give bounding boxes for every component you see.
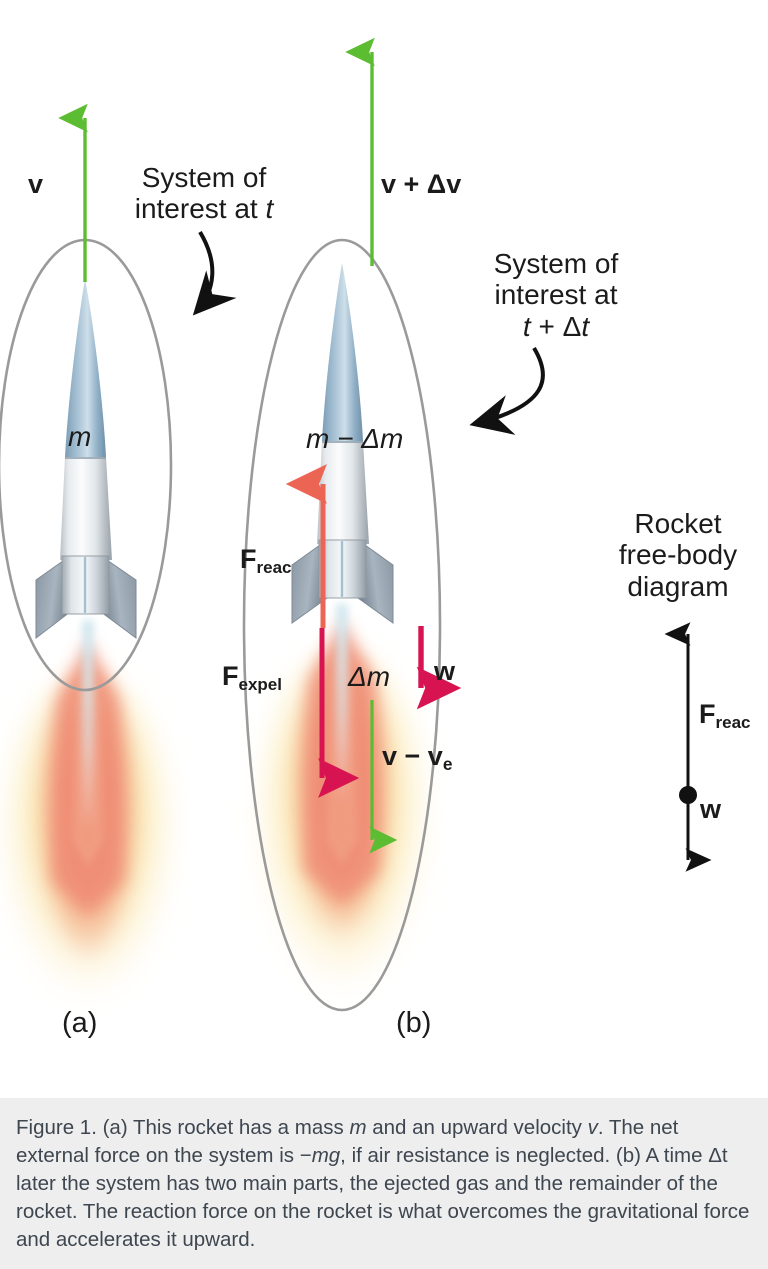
fbd-reaction-symbol: F bbox=[699, 699, 716, 729]
fbd-weight-label: w bbox=[700, 794, 722, 824]
panel-b-system-boundary bbox=[242, 238, 442, 1012]
panel-a-group bbox=[0, 103, 237, 1017]
force-expel-subscript: expel bbox=[238, 675, 282, 695]
force-expel-symbol: F bbox=[222, 661, 239, 691]
panel-a-callout-line1: System of bbox=[141, 162, 267, 193]
force-reaction-subscript: reac bbox=[256, 558, 292, 578]
free-body-diagram-group bbox=[664, 622, 712, 872]
rocket-propulsion-diagram bbox=[0, 37, 712, 1017]
fbd-reaction-subscript: reac bbox=[715, 713, 751, 733]
diagram-canvas: v m System of interest at t (a) v + Δv m… bbox=[0, 37, 768, 1039]
panel-b-callout-line3: t + Δt bbox=[522, 310, 590, 342]
panel-a-rocket bbox=[35, 279, 137, 640]
free-body-title: Rocket free-body diagram bbox=[588, 508, 768, 602]
force-expel-label: Fexpel bbox=[222, 661, 282, 695]
exhaust-velocity-label: v − ve bbox=[382, 741, 453, 775]
figure-caption-text: Figure 1. (a) This rocket has a mass m a… bbox=[16, 1116, 750, 1252]
panel-a-label: (a) bbox=[62, 1007, 98, 1039]
panel-b-mass-label: m − Δm bbox=[306, 423, 404, 454]
panel-a-callout: System of interest at t bbox=[104, 162, 304, 225]
fbd-point-mass bbox=[679, 786, 697, 804]
panel-a-callout-arrow bbox=[192, 230, 237, 316]
force-reaction-label: Freac bbox=[240, 544, 292, 578]
ejected-mass-label: Δm bbox=[348, 661, 391, 692]
free-body-title-line2: free-body bbox=[618, 539, 738, 571]
panel-b-label: (b) bbox=[396, 1007, 432, 1039]
panel-b-callout-arrow bbox=[469, 346, 545, 435]
force-reaction-symbol: F bbox=[240, 544, 257, 574]
panel-b-group bbox=[242, 37, 545, 1012]
panel-b-velocity-label: v + Δv bbox=[381, 169, 462, 199]
exhaust-velocity-subscript: e bbox=[442, 754, 453, 775]
panel-a-exhaust-plume bbox=[2, 620, 174, 1017]
panel-a-callout-line2: interest at t bbox=[134, 193, 274, 225]
panel-b-rocket bbox=[291, 263, 394, 624]
panel-b-callout: System of interest at t + Δt bbox=[452, 248, 660, 342]
fbd-reaction-label: Freac bbox=[699, 699, 751, 733]
free-body-title-line1: Rocket bbox=[634, 508, 722, 539]
figure-caption-bar: Figure 1. (a) This rocket has a mass m a… bbox=[0, 1098, 768, 1269]
panel-b-callout-line1: System of bbox=[493, 248, 619, 279]
weight-label: w bbox=[434, 656, 456, 686]
panel-b-callout-line2: interest at bbox=[494, 279, 618, 311]
exhaust-velocity-symbol: v − v bbox=[382, 741, 443, 771]
panel-a-velocity-label: v bbox=[28, 169, 44, 199]
free-body-title-line3: diagram bbox=[627, 570, 729, 602]
panel-a-mass-label: m bbox=[68, 421, 92, 452]
